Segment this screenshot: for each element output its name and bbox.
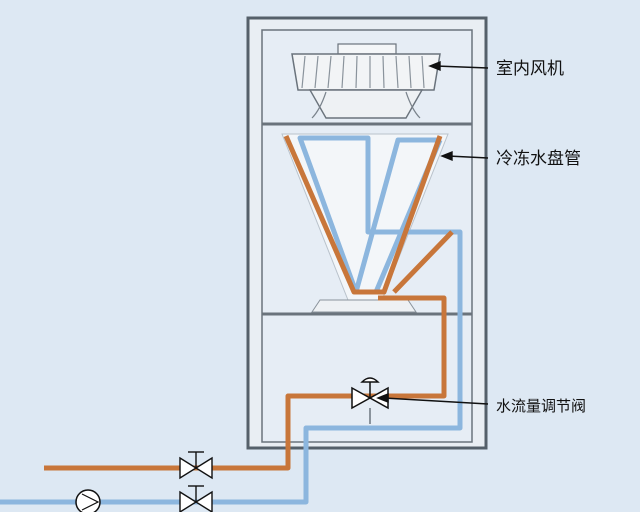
valve-icon (179, 485, 213, 512)
label-flow-control-valve: 水流量调节阀 (496, 397, 587, 415)
leader-arrows (376, 60, 489, 405)
pump-icon (75, 489, 101, 512)
label-indoor-fan: 室内风机 (496, 59, 564, 79)
valve-icon (179, 451, 213, 480)
fan-icon (291, 43, 441, 119)
label-chilled-water-coil: 冷冻水盘管 (496, 149, 581, 169)
valve-icon (351, 377, 389, 424)
